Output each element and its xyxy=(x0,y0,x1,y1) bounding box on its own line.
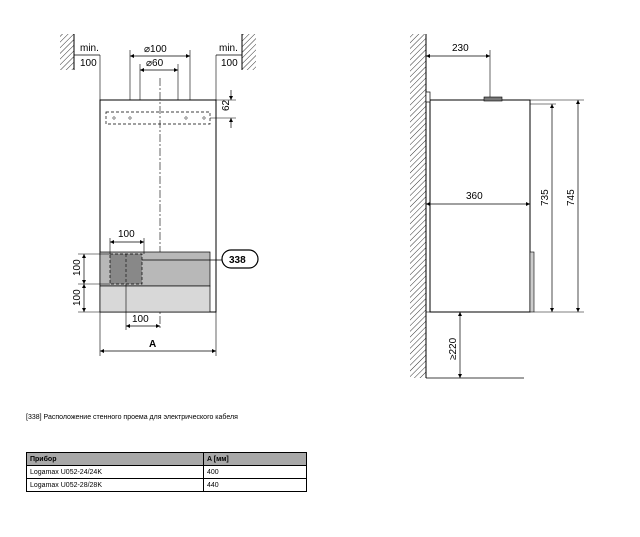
flue-connector-top xyxy=(483,96,503,102)
min-right-value: 100 xyxy=(221,58,238,69)
installation-drawing: min. 100 min. 100 ⌀100 ⌀60 62 xyxy=(60,34,584,379)
right-wall-hatch xyxy=(242,34,256,70)
cell-a-value: 400 xyxy=(203,465,307,479)
callout-338: 338 xyxy=(229,255,246,266)
dim-230: 230 xyxy=(452,43,469,54)
min-left-label: min. xyxy=(80,43,99,54)
table-row: Logamax U052-24/24K 400 xyxy=(26,465,307,479)
side-bottom-trim xyxy=(529,251,535,313)
dim-62: 62 xyxy=(221,99,232,111)
callout-338-box xyxy=(221,249,259,269)
col-header-a: A [мм] xyxy=(203,452,307,466)
dim-220: ≥220 xyxy=(448,337,459,360)
table-row: Logamax U052-28/28K 440 xyxy=(26,478,307,492)
front-view: min. 100 min. 100 ⌀100 ⌀60 62 xyxy=(60,34,259,356)
boiler-side-body xyxy=(429,99,531,313)
cell-a-value: 440 xyxy=(203,478,307,492)
dim-735: 735 xyxy=(540,189,551,206)
min-left-value: 100 xyxy=(80,58,97,69)
wall-hatch xyxy=(410,34,426,378)
model-dimension-table: Прибор A [мм] Logamax U052-24/24K 400 Lo… xyxy=(26,452,307,492)
cell-device: Logamax U052-24/24K xyxy=(26,465,204,479)
width-label-a: A xyxy=(149,339,156,350)
flue-inner-diameter: ⌀60 xyxy=(146,58,164,69)
table-header-row: Прибор A [мм] xyxy=(26,452,307,466)
col-header-device: Прибор xyxy=(26,452,204,466)
cell-device: Logamax U052-28/28K xyxy=(26,478,204,492)
dim-100-horizontal-bottom: 100 xyxy=(132,314,149,325)
dim-360: 360 xyxy=(466,191,483,202)
dim-745: 745 xyxy=(566,189,577,206)
side-view: 230 360 735 745 ≥220 xyxy=(410,34,584,379)
flue-outer-diameter: ⌀100 xyxy=(144,44,167,55)
lower-panel-light xyxy=(99,285,211,313)
min-right-label: min. xyxy=(219,43,238,54)
figure-caption: [338] Расположение стенного проема для э… xyxy=(26,414,238,421)
dim-100-horizontal-top: 100 xyxy=(118,229,135,240)
dim-100-vertical-lower: 100 xyxy=(72,289,83,306)
left-wall-hatch xyxy=(60,34,74,70)
dim-100-vertical-upper: 100 xyxy=(72,259,83,276)
